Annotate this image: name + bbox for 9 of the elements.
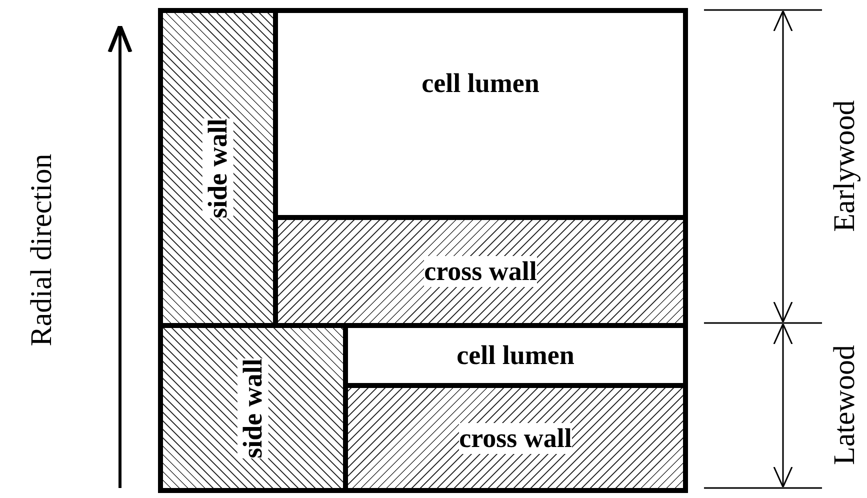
part-label: cross wall [424,256,537,287]
part-label: cross wall [459,422,572,454]
part-label: side wall [238,358,268,458]
part-label: side wall [202,118,234,218]
region-label: Earlywood [828,100,862,232]
region-label: Latewood [828,345,862,465]
part-label: cell lumen [422,68,540,99]
axis-label: Radial direction [25,154,60,346]
part-label: cell lumen [456,340,574,371]
